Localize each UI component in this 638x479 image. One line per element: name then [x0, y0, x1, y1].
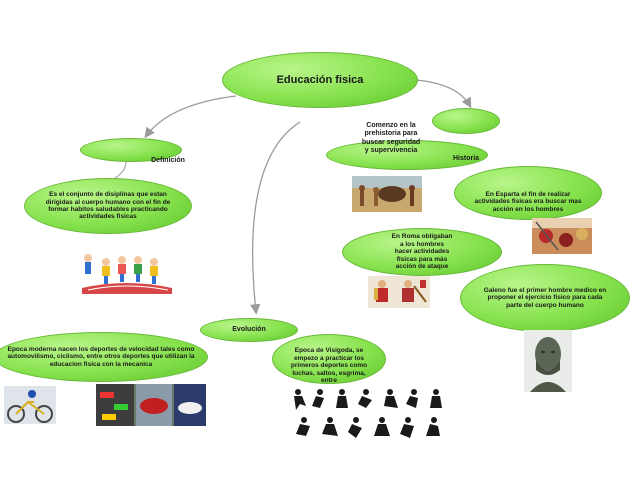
sport-pictograms-image — [290, 386, 446, 444]
visigoda-text: Epoca de Visigoda, se empezo a practicar… — [290, 347, 368, 385]
motor-racing-image — [96, 384, 206, 426]
spartan-battle-image — [532, 218, 592, 254]
root-title: Educación fisica — [276, 73, 364, 86]
roma-node[interactable]: En Roma obligaban a los hombres hacer ac… — [342, 228, 502, 276]
moderna-node[interactable]: Epoca moderna nacen los deportes de velo… — [0, 332, 208, 382]
prehistoria-text: Comenzo en la prehistoria para buscar se… — [361, 122, 421, 155]
moderna-text: Epoca moderna nacen los deportes de velo… — [7, 345, 195, 368]
visigoda-node[interactable]: Epoca de Visigoda, se empezo a practicar… — [272, 334, 386, 384]
prehistoric-hunt-image — [352, 176, 422, 212]
galeno-text: Galeno fue el primer hombre medico en pr… — [483, 286, 607, 309]
roman-soldiers-image — [368, 276, 430, 308]
prehistoria-node[interactable] — [326, 140, 488, 170]
esparta-node[interactable]: En Esparta el fin de realizar actividade… — [454, 166, 602, 220]
esparta-text: En Esparta el fin de realizar actividade… — [474, 190, 582, 213]
arrow-to-evolucion — [250, 121, 301, 315]
cycling-image — [4, 386, 56, 424]
roma-text: En Roma obligaban a los hombres hacer ac… — [391, 233, 453, 271]
definicion-node[interactable] — [80, 138, 182, 162]
definicion-text: Es el conjunto de disiplinas que estan d… — [45, 191, 171, 221]
definicion-label: Definición — [151, 157, 185, 164]
arrow-to-definicion — [144, 95, 237, 139]
historia-label: Historia — [452, 155, 480, 162]
galeno-bust-image — [524, 330, 572, 392]
historia-node[interactable] — [432, 108, 500, 134]
arrow-to-historia — [415, 79, 472, 109]
root-node[interactable]: Educación fisica — [222, 52, 418, 108]
galeno-node[interactable]: Galeno fue el primer hombre medico en pr… — [460, 264, 630, 332]
definicion-text-node[interactable]: Es el conjunto de disiplinas que estan d… — [24, 178, 192, 234]
evolucion-label: Evolución — [232, 325, 266, 333]
kids-exercising-image — [82, 254, 172, 294]
evolucion-node[interactable]: Evolución — [200, 318, 298, 342]
